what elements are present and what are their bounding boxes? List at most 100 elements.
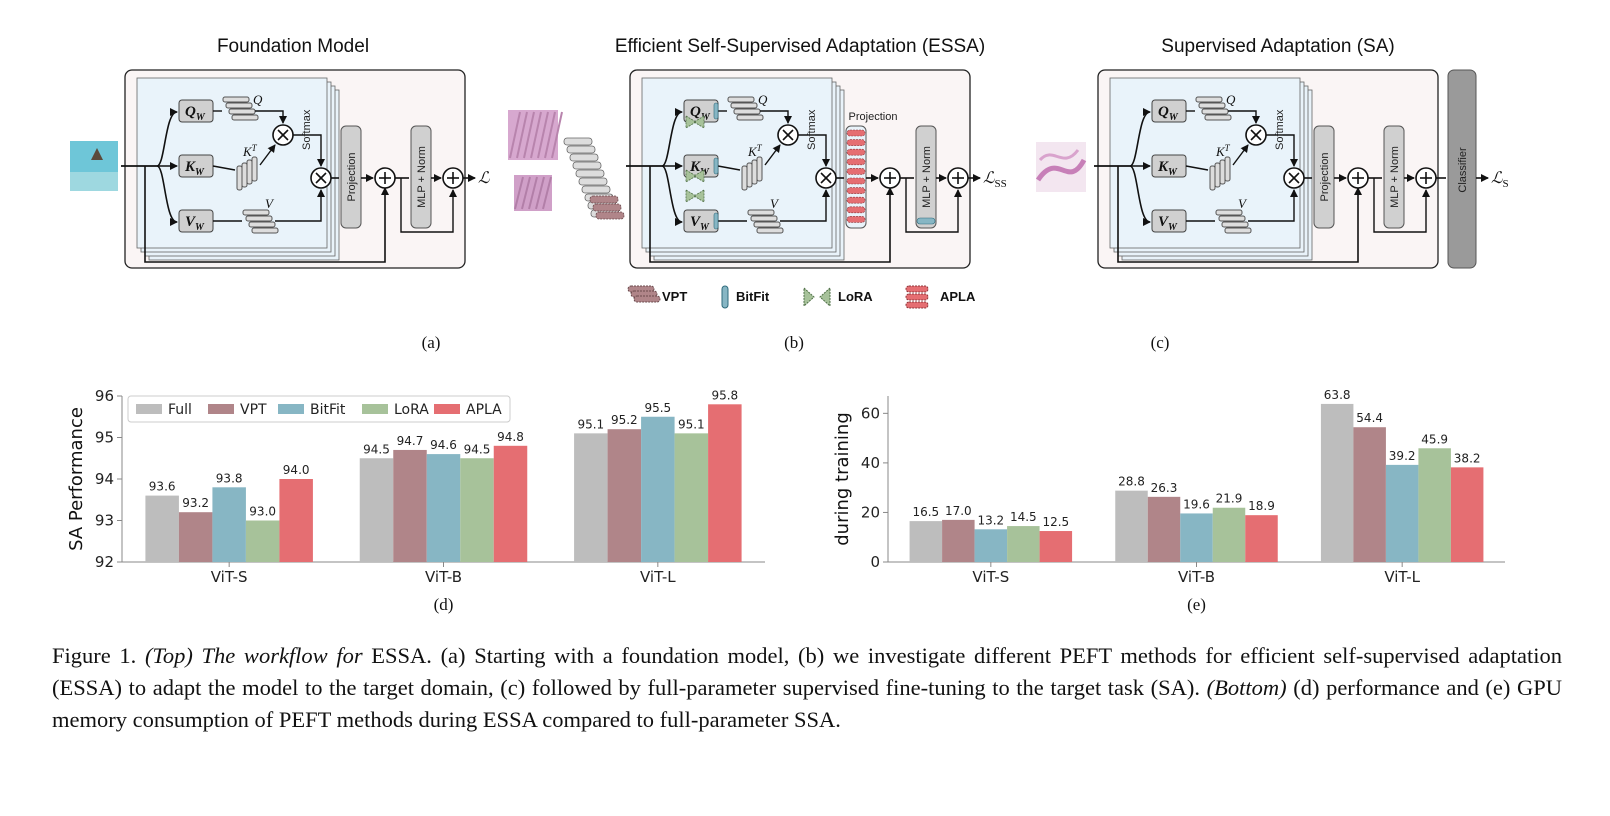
panel-b-q-label: Q bbox=[758, 92, 768, 107]
bar-bitfit-vit-b bbox=[426, 454, 461, 562]
data-label: 94.8 bbox=[497, 430, 524, 444]
caption-bottom: (Bottom) bbox=[1206, 675, 1287, 700]
y-tick-label: 20 bbox=[861, 503, 880, 521]
legend-item-bitfit: BitFit bbox=[736, 289, 770, 304]
bar-full-vit-s bbox=[909, 521, 943, 562]
bar-vpt-vit-b bbox=[393, 449, 427, 562]
bar-full-vit-l bbox=[1320, 403, 1354, 562]
legend-swatch-lora bbox=[362, 404, 388, 414]
bar-bitfit-vit-s bbox=[212, 487, 246, 562]
legend-label-vpt: VPT bbox=[240, 402, 267, 418]
data-label: 93.2 bbox=[182, 496, 209, 510]
data-label: 12.5 bbox=[1042, 515, 1069, 529]
data-label: 28.8 bbox=[1118, 475, 1145, 489]
panel-b-lora-adapter-2 bbox=[685, 169, 705, 183]
figure-caption: Figure 1. (Top) The workflow for ESSA. (… bbox=[52, 640, 1562, 736]
x-tick-label: ViT-B bbox=[1178, 568, 1215, 586]
data-label: 94.5 bbox=[363, 442, 390, 456]
panel-c-label: (c) bbox=[1151, 333, 1170, 352]
panel-a-loss: ℒ bbox=[478, 170, 490, 187]
panel-b-mlp-box bbox=[915, 125, 937, 229]
panel-c-loss: ℒS bbox=[1491, 170, 1509, 190]
panel-a-label: (a) bbox=[422, 333, 441, 352]
bar-apla-vit-l bbox=[1450, 467, 1484, 562]
data-label: 21.9 bbox=[1216, 492, 1243, 506]
panel-b-mlp-bitfit bbox=[916, 217, 936, 225]
legend-label-lora: LoRA bbox=[394, 402, 429, 418]
data-label: 94.6 bbox=[430, 438, 457, 452]
panel-c-v-label: V bbox=[1238, 196, 1248, 211]
caption-lead: Figure 1. bbox=[52, 643, 137, 668]
legend-item-apla: APLA bbox=[940, 289, 976, 304]
panel-b-v-label: V bbox=[770, 196, 780, 211]
legend-swatch-apla bbox=[434, 404, 460, 414]
panel-b-bitfit-bias-3 bbox=[713, 212, 719, 230]
data-label: 93.0 bbox=[249, 505, 276, 519]
legend-swatch-vpt bbox=[208, 404, 234, 414]
legend-label-full: Full bbox=[168, 402, 192, 418]
data-label: 63.8 bbox=[1324, 388, 1351, 402]
panel-b-vpt-prompts bbox=[589, 195, 619, 204]
y-axis-label: during training bbox=[832, 412, 853, 546]
panel-a-title: Foundation Model bbox=[217, 36, 369, 57]
chart-sublabel: (e) bbox=[1187, 595, 1206, 614]
caption-essa: ESSA. (a) Starting with a foundation mod… bbox=[52, 643, 1562, 700]
panel-c-projection-box bbox=[1313, 125, 1335, 229]
data-label: 16.5 bbox=[912, 505, 939, 519]
bar-bitfit-vit-b bbox=[1180, 513, 1213, 562]
panel-b-mlp-box-label: MLP + Norm bbox=[921, 146, 933, 208]
panel-c-softmax-label: Softmax bbox=[1274, 109, 1286, 150]
panel-a-v-label: V bbox=[265, 196, 275, 211]
data-label: 18.9 bbox=[1248, 499, 1275, 513]
panel-a-q-label: Q bbox=[253, 92, 263, 107]
bar-lora-vit-l bbox=[674, 433, 709, 562]
x-tick-label: ViT-S bbox=[972, 568, 1009, 586]
bar-full-vit-l bbox=[574, 433, 608, 562]
y-tick-label: 0 bbox=[870, 553, 880, 571]
data-label: 13.2 bbox=[977, 513, 1004, 527]
panel-c-mlp-box-label: MLP + Norm bbox=[1389, 146, 1401, 208]
legend-swatch-bitfit bbox=[278, 404, 304, 414]
legend-item-vpt: VPT bbox=[662, 289, 687, 304]
bar-lora-vit-s bbox=[245, 520, 280, 562]
bar-vpt-vit-l bbox=[607, 429, 642, 562]
panel-b-bitfit-bias-2 bbox=[713, 157, 719, 175]
data-label: 95.5 bbox=[644, 401, 671, 415]
panel-b-patch-tokens bbox=[563, 137, 593, 146]
bar-vpt-vit-s bbox=[178, 512, 213, 562]
bar-apla-vit-b bbox=[1245, 515, 1278, 562]
bar-bitfit-vit-s bbox=[974, 529, 1008, 562]
data-label: 45.9 bbox=[1421, 432, 1448, 446]
y-tick-label: 93 bbox=[95, 512, 114, 530]
data-label: 38.2 bbox=[1454, 451, 1481, 465]
panel-b-bitfit-bias-1 bbox=[713, 102, 719, 120]
chart-e-gpu-memory: 0204060GPU memory (GB)during trainingViT… bbox=[830, 388, 1505, 614]
legend-swatch-full bbox=[136, 404, 162, 414]
panel-c-q-label: Q bbox=[1226, 92, 1236, 107]
bar-apla-vit-b bbox=[493, 445, 528, 562]
panel-c-title: Supervised Adaptation (SA) bbox=[1161, 36, 1394, 57]
data-label: 94.5 bbox=[464, 442, 491, 456]
data-label: 93.8 bbox=[216, 471, 243, 485]
y-tick-label: 95 bbox=[95, 429, 114, 447]
data-label: 39.2 bbox=[1389, 449, 1416, 463]
chart-legend bbox=[127, 395, 511, 423]
bar-full-vit-b bbox=[359, 458, 394, 562]
panel-c-classifier-box bbox=[1447, 69, 1477, 269]
chart-sublabel: (d) bbox=[434, 595, 454, 614]
panel-c-projection-box-label: Projection bbox=[1319, 153, 1331, 202]
bar-lora-vit-b bbox=[460, 458, 494, 562]
bar-full-vit-b bbox=[1115, 490, 1148, 562]
data-label: 14.5 bbox=[1010, 510, 1037, 524]
panel-b-loss: ℒSS bbox=[983, 170, 1007, 190]
bar-bitfit-vit-l bbox=[641, 416, 675, 562]
panel-c-mlp-box bbox=[1383, 125, 1405, 229]
panel-b-lora-adapter-1 bbox=[685, 115, 705, 129]
legend-label-apla: APLA bbox=[466, 402, 502, 418]
bar-bitfit-vit-l bbox=[1385, 464, 1419, 562]
panel-b-apla-tokens bbox=[846, 129, 866, 137]
y-tick-label: 94 bbox=[95, 470, 114, 488]
